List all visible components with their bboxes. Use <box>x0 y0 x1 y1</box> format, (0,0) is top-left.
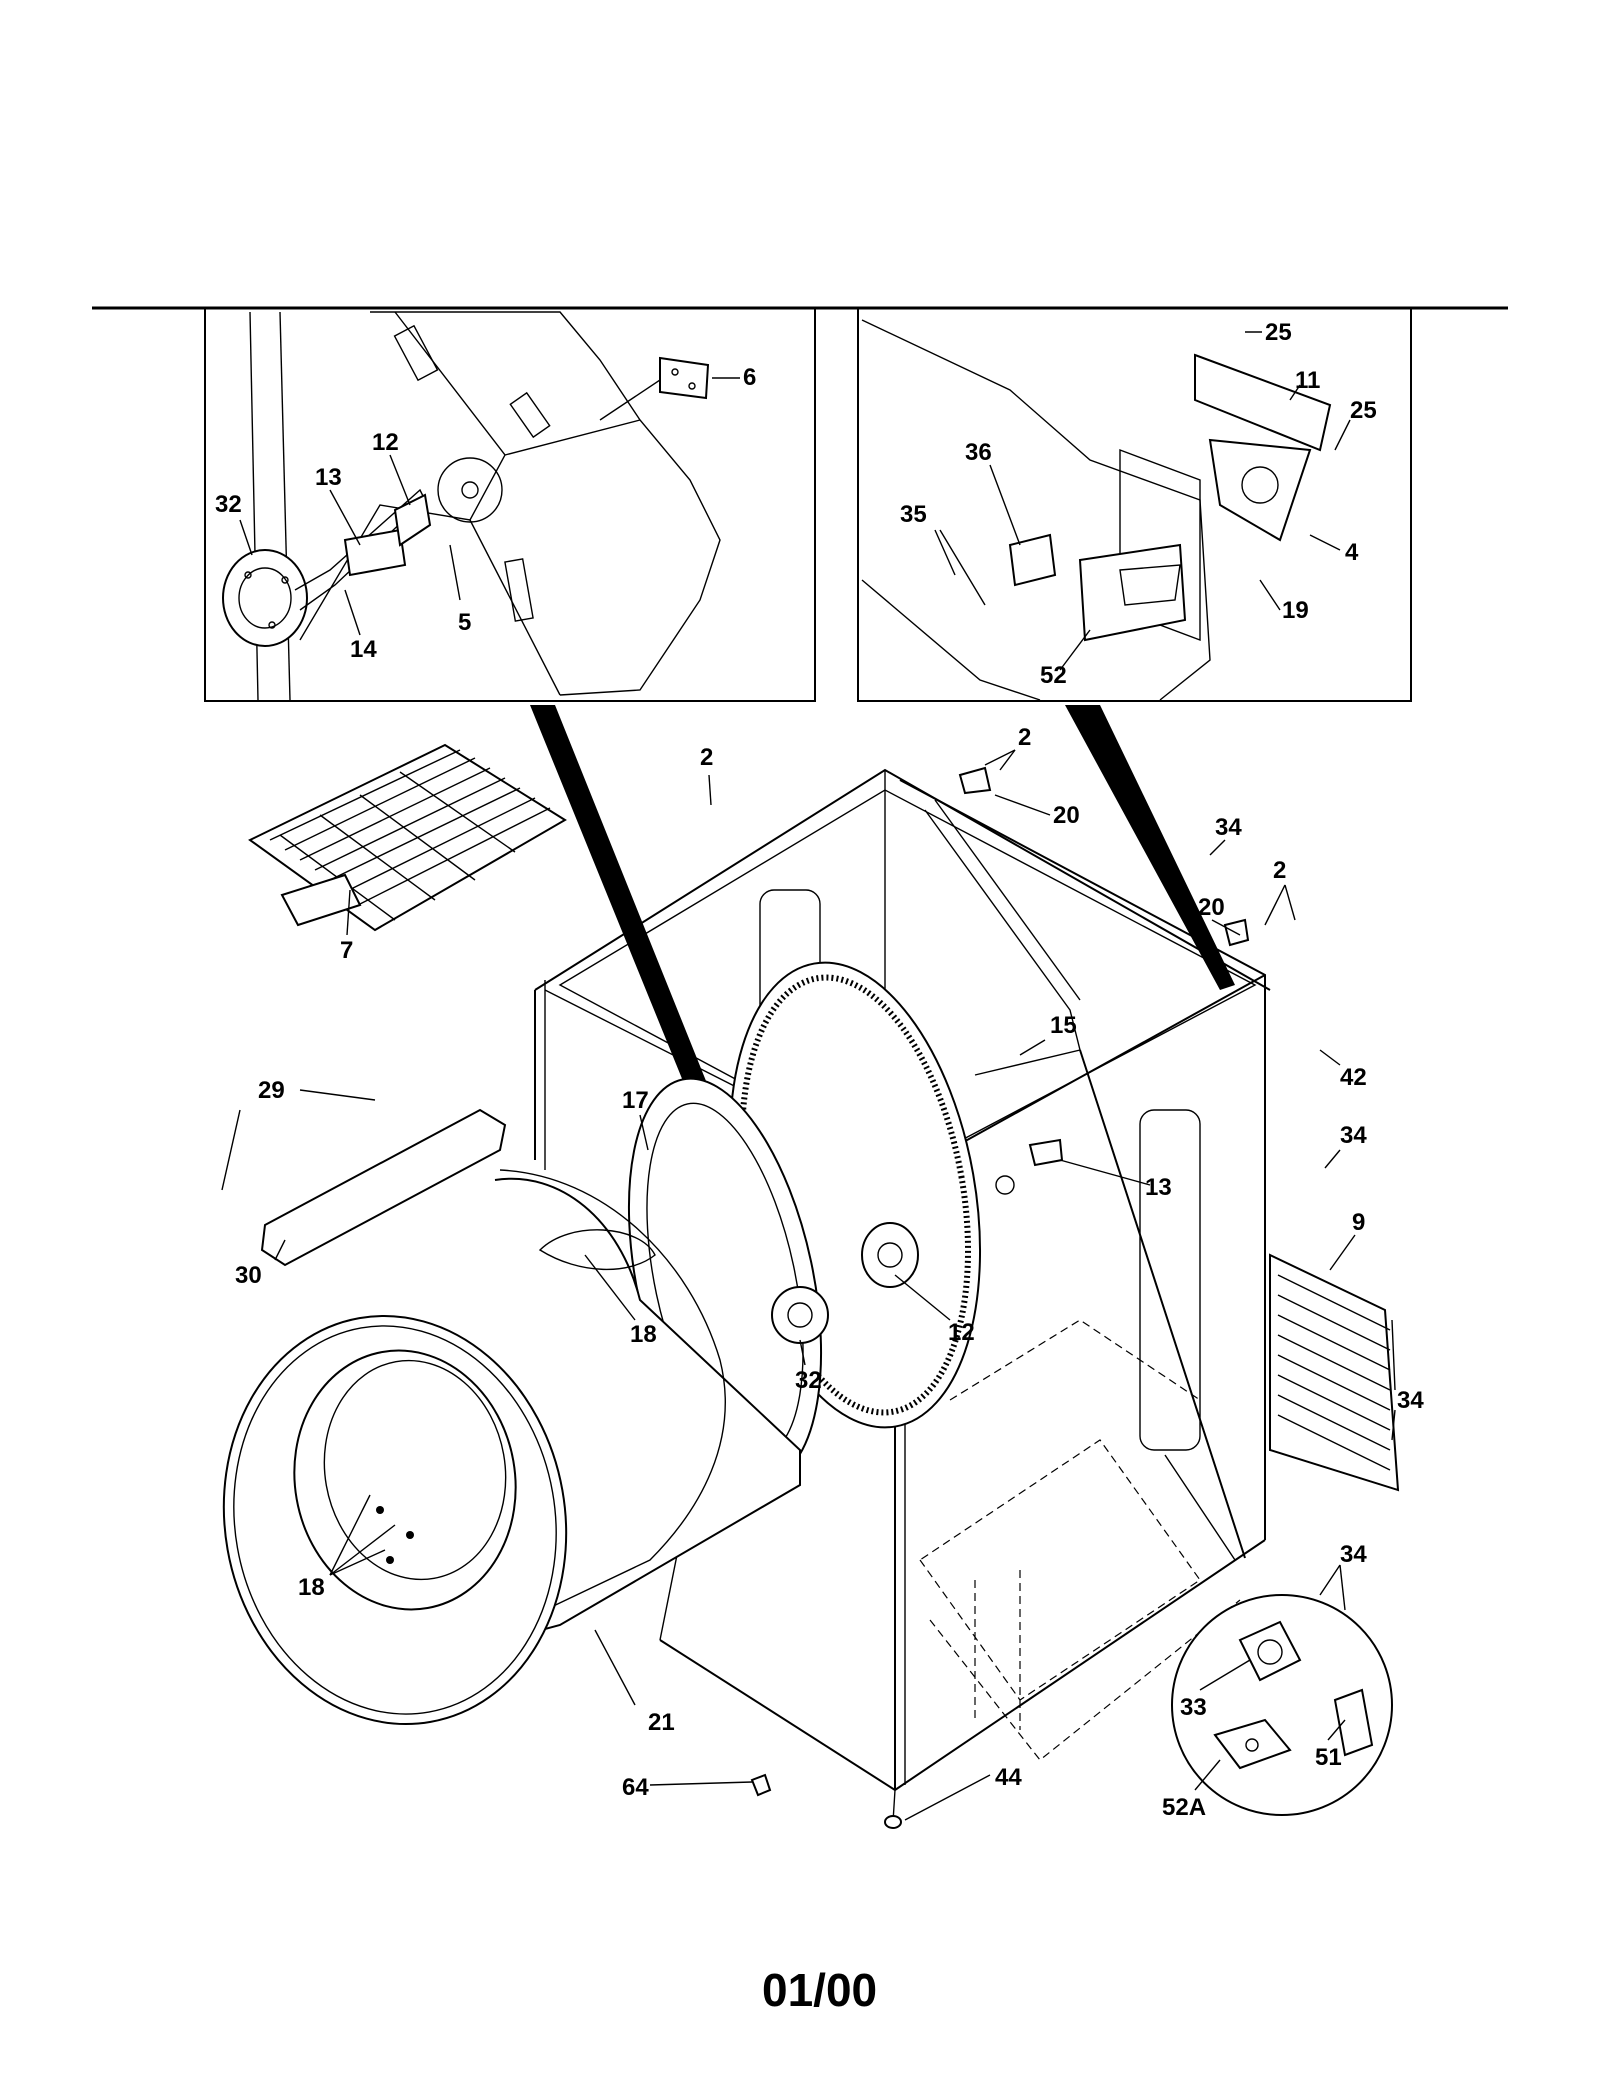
callout-labels-inset-right: 25 11 25 36 35 4 19 52 <box>900 319 1377 689</box>
callout-34-mid: 34 <box>1340 1122 1367 1149</box>
callout-12-main: 12 <box>948 1319 975 1346</box>
callout-33: 33 <box>1180 1694 1207 1721</box>
callout-19: 19 <box>1282 597 1309 624</box>
callout-21: 21 <box>648 1709 675 1736</box>
callout-11: 11 <box>1295 367 1320 394</box>
rear-bulkhead <box>627 961 982 1483</box>
callout-30: 30 <box>235 1262 262 1289</box>
callout-34-bottom: 34 <box>1340 1541 1367 1568</box>
callout-52: 52 <box>1040 662 1067 689</box>
callout-12: 12 <box>372 429 399 456</box>
callout-51: 51 <box>1315 1744 1342 1771</box>
callout-18-top: 18 <box>630 1321 657 1348</box>
inset-left-bearing-detail <box>204 307 816 702</box>
callout-2-top: 2 <box>700 744 713 771</box>
callout-34-vent: 34 <box>1397 1387 1424 1414</box>
callout-20-top: 20 <box>1053 802 1080 829</box>
callout-32-main: 32 <box>795 1367 822 1394</box>
callout-32: 32 <box>215 491 242 518</box>
lint-duct <box>260 1108 507 1267</box>
callout-2-hinge: 2 <box>1018 724 1031 751</box>
detail-circle-inset <box>1079 1049 1393 1816</box>
callout-52A: 52A <box>1162 1794 1206 1821</box>
callout-18-drum: 18 <box>298 1574 325 1601</box>
callout-9: 9 <box>1352 1209 1365 1236</box>
callout-labels-inset-left: 6 12 32 13 5 14 <box>215 364 756 663</box>
callout-44: 44 <box>995 1764 1022 1791</box>
callout-15: 15 <box>1050 1012 1077 1039</box>
callout-42: 42 <box>1340 1064 1367 1091</box>
drum <box>222 1169 801 1726</box>
callout-13: 13 <box>315 464 342 491</box>
callout-36: 36 <box>965 439 992 466</box>
zoom-wedge-right <box>1065 705 1235 990</box>
leader-lines <box>221 749 1396 1821</box>
drying-rack <box>248 743 567 932</box>
callout-25-top: 25 <box>1265 319 1292 346</box>
callout-labels-main: 2 2 20 34 2 20 7 15 42 29 17 34 13 9 30 … <box>235 724 1424 1821</box>
callout-20-right: 20 <box>1198 894 1225 921</box>
callout-29: 29 <box>258 1077 285 1104</box>
page-code: 01/00 <box>762 1964 877 2016</box>
callout-4: 4 <box>1345 539 1359 566</box>
inset-right-thermostat-detail <box>857 307 1412 702</box>
callout-34-top: 34 <box>1215 814 1242 841</box>
callout-64: 64 <box>622 1774 649 1801</box>
callout-17: 17 <box>622 1087 649 1114</box>
callout-7: 7 <box>340 937 353 964</box>
callout-6: 6 <box>743 364 756 391</box>
callout-2-right: 2 <box>1273 857 1286 884</box>
callout-5: 5 <box>458 609 471 636</box>
callout-14: 14 <box>350 636 377 663</box>
callout-13-main: 13 <box>1145 1174 1172 1201</box>
callout-25-right: 25 <box>1350 397 1377 424</box>
callout-35: 35 <box>900 501 927 528</box>
